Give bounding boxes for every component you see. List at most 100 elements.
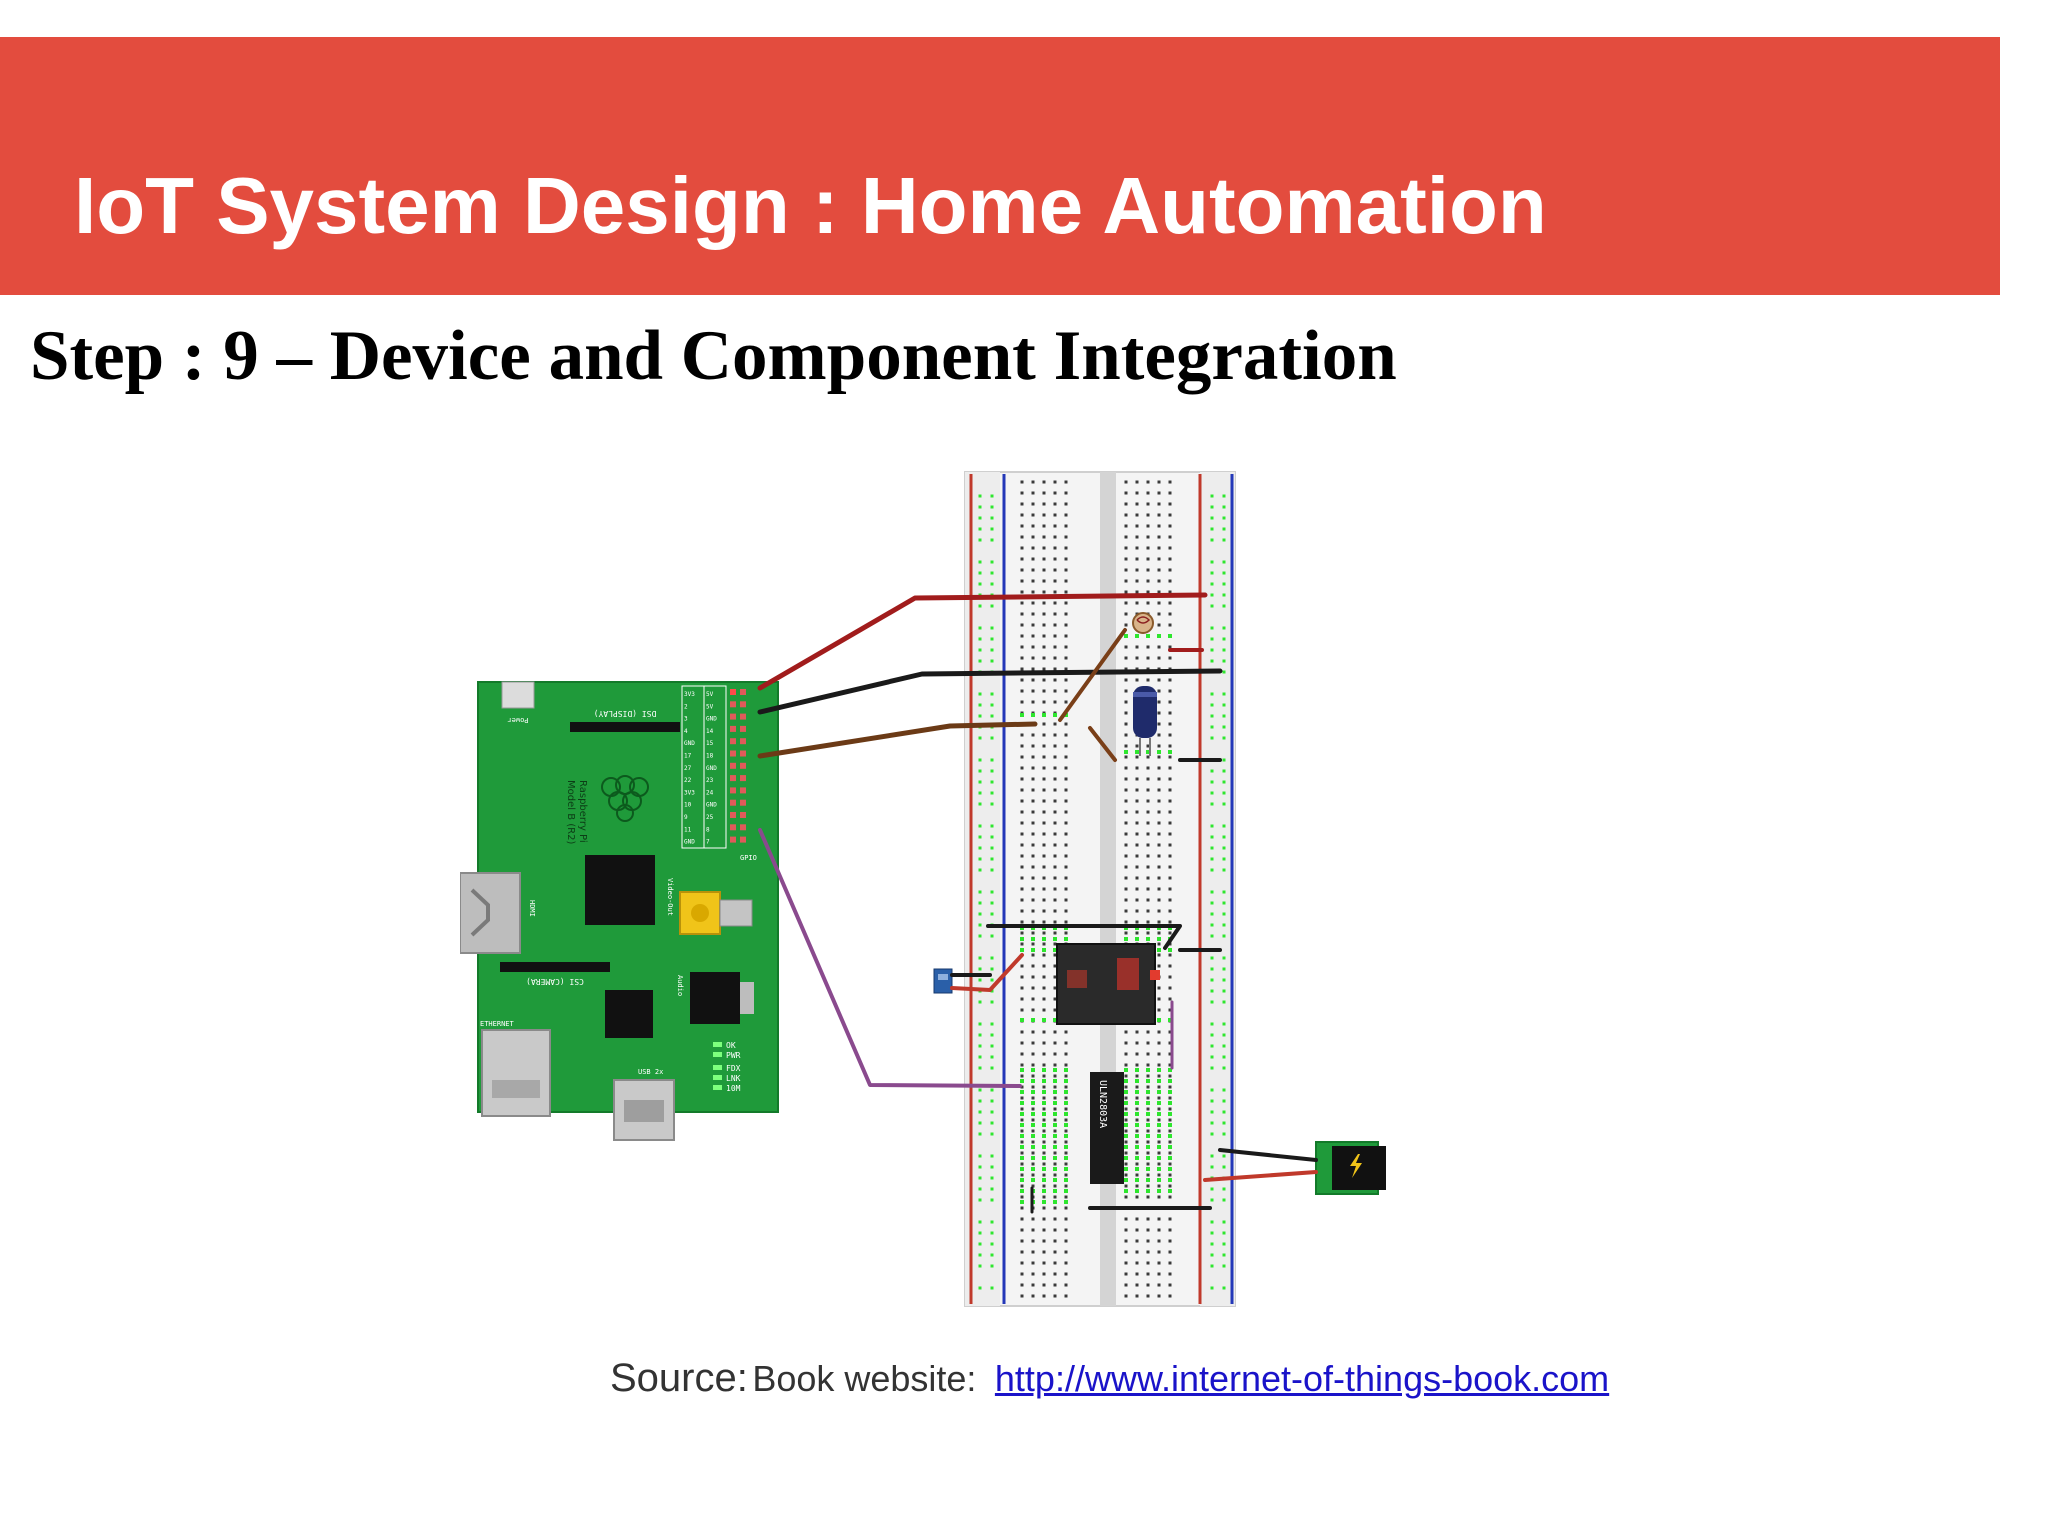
wire-gpio-purple xyxy=(758,828,1022,1088)
video-out-label: Video-Out xyxy=(666,878,674,916)
ethernet-port-icon xyxy=(481,1029,551,1117)
gpio-pin xyxy=(730,824,736,831)
gpio-pin-label: 3 xyxy=(684,716,688,723)
gpio-pin-labels: 3V3234GND1727223V310911GND5V5VGND141518G… xyxy=(684,691,717,846)
gpio-pin xyxy=(740,725,746,732)
wire-sensor-link xyxy=(1058,628,1127,722)
gpio-pin xyxy=(730,762,736,769)
gpio-pin-label: 7 xyxy=(706,839,710,846)
gpio-pin-label: GND xyxy=(706,765,717,772)
hdmi-label: HDMI xyxy=(528,900,536,917)
led-label-lnk: LNK xyxy=(726,1074,741,1083)
soc-chip xyxy=(585,855,655,925)
raspberry-logo-icon xyxy=(601,775,649,822)
relay-icon xyxy=(1056,943,1160,1025)
gpio-pin xyxy=(740,787,746,794)
wire-jack-red xyxy=(1203,1170,1318,1182)
gpio-pin xyxy=(730,836,736,843)
gpio-pin xyxy=(730,738,736,745)
gpio-pin-label: 2 xyxy=(684,703,688,710)
gpio-pin-label: 14 xyxy=(706,728,714,735)
audio-jack-icon xyxy=(690,972,740,1024)
gpio-pin xyxy=(740,762,746,769)
uln2803a-chip: ULN2803A xyxy=(1090,1072,1124,1184)
gpio-pin xyxy=(730,725,736,732)
terminal-block-icon xyxy=(933,968,953,994)
gpio-pin xyxy=(740,689,746,695)
gpio-pins xyxy=(730,689,746,843)
pi-model-label: Model B (R2) xyxy=(565,780,576,844)
gpio-pin xyxy=(730,812,736,818)
gpio-pin-label: GND xyxy=(706,716,717,723)
gpio-label: GPIO xyxy=(740,854,757,862)
status-leds: OK PWR FDX LNK 10M xyxy=(713,1041,741,1093)
gpio-pin-label: 3V3 xyxy=(684,691,695,698)
led-label-fdx: FDX xyxy=(726,1064,741,1073)
led-label-10m: 10M xyxy=(726,1084,741,1093)
wires xyxy=(757,592,1318,1214)
ethernet-label: ETHERNET xyxy=(480,1020,515,1028)
source-text: Book website: xyxy=(752,1358,977,1399)
gpio-header: 3V3234GND1727223V310911GND5V5VGND141518G… xyxy=(681,685,757,862)
led-icon xyxy=(713,1042,722,1047)
gpio-pin-label: 4 xyxy=(684,728,688,735)
gpio-pin xyxy=(730,689,736,695)
gpio-pin xyxy=(730,799,736,806)
gpio-pin-label: 5V xyxy=(706,703,714,710)
wire-ground-black xyxy=(757,668,1223,715)
gpio-pin-label: 23 xyxy=(706,777,714,784)
capacitor-icon xyxy=(1133,686,1157,756)
wire-jack-black xyxy=(1218,1148,1318,1162)
gpio-pin-label: 27 xyxy=(684,765,692,772)
gpio-pin xyxy=(740,738,746,745)
gpio-pin xyxy=(740,824,746,831)
gpio-pin-label: 9 xyxy=(684,814,688,821)
source-line: Source: Book website: http://www.interne… xyxy=(610,1358,1609,1398)
gpio-pin xyxy=(740,836,746,843)
gpio-pin xyxy=(740,750,746,757)
gpio-pin-label: 5V xyxy=(706,691,714,698)
gpio-pin-label: 3V3 xyxy=(684,789,695,796)
gpio-pin-label: 24 xyxy=(706,789,714,796)
ic-label: ULN2803A xyxy=(1097,1080,1108,1128)
csi-label: CSI (CAMERA) xyxy=(526,977,584,986)
power-port-icon xyxy=(501,681,535,709)
wire-power-red xyxy=(757,592,1208,691)
gpio-pin-label: 25 xyxy=(706,814,714,821)
wire-cap-link xyxy=(1088,726,1117,762)
gpio-pin-label: 22 xyxy=(684,777,692,784)
dc-power-jack-icon xyxy=(1315,1141,1386,1195)
source-link[interactable]: http://www.internet-of-things-book.com xyxy=(994,1358,1610,1399)
audio-label: Audio xyxy=(676,975,684,996)
breadboard-connected-holes xyxy=(1020,634,1172,1204)
gpio-pin xyxy=(730,750,736,757)
gpio-pin xyxy=(730,713,736,720)
circuit-diagram: Power DSI (DISPLAY) Raspberry Pi Model B… xyxy=(460,471,1386,1307)
led-icon xyxy=(713,1075,722,1080)
led-label-ok: OK xyxy=(726,1041,736,1050)
csi-connector xyxy=(500,962,610,972)
gpio-pin-label: 8 xyxy=(706,826,710,833)
led-icon xyxy=(713,1085,722,1090)
raspberry-pi-board: Power DSI (DISPLAY) Raspberry Pi Model B… xyxy=(460,681,779,1141)
usb-controller-chip xyxy=(605,990,653,1038)
ldr-sensor-icon xyxy=(1132,612,1154,634)
gpio-pin-label: 11 xyxy=(684,826,692,833)
gpio-pin xyxy=(740,775,746,782)
gpio-pin-label: GND xyxy=(706,802,717,809)
gpio-pin-label: 17 xyxy=(684,753,692,760)
gpio-pin-label: 10 xyxy=(684,802,692,809)
wire-sensor-brown xyxy=(757,721,1038,759)
led-icon xyxy=(713,1065,722,1070)
gpio-pin-label: 15 xyxy=(706,740,714,747)
gpio-pin xyxy=(730,701,736,708)
gpio-pin xyxy=(740,799,746,806)
title-bar xyxy=(0,37,2000,295)
slide-title: IoT System Design : Home Automation xyxy=(74,161,1547,250)
pi-brand-label: Raspberry Pi xyxy=(577,780,588,843)
led-label-pwr: PWR xyxy=(726,1051,741,1060)
dsi-label: DSI (DISPLAY) xyxy=(594,709,657,718)
gpio-pin xyxy=(740,812,746,818)
slide-subtitle: Step : 9 – Device and Component Integrat… xyxy=(30,317,1397,395)
gpio-pin-label: GND xyxy=(684,839,695,846)
